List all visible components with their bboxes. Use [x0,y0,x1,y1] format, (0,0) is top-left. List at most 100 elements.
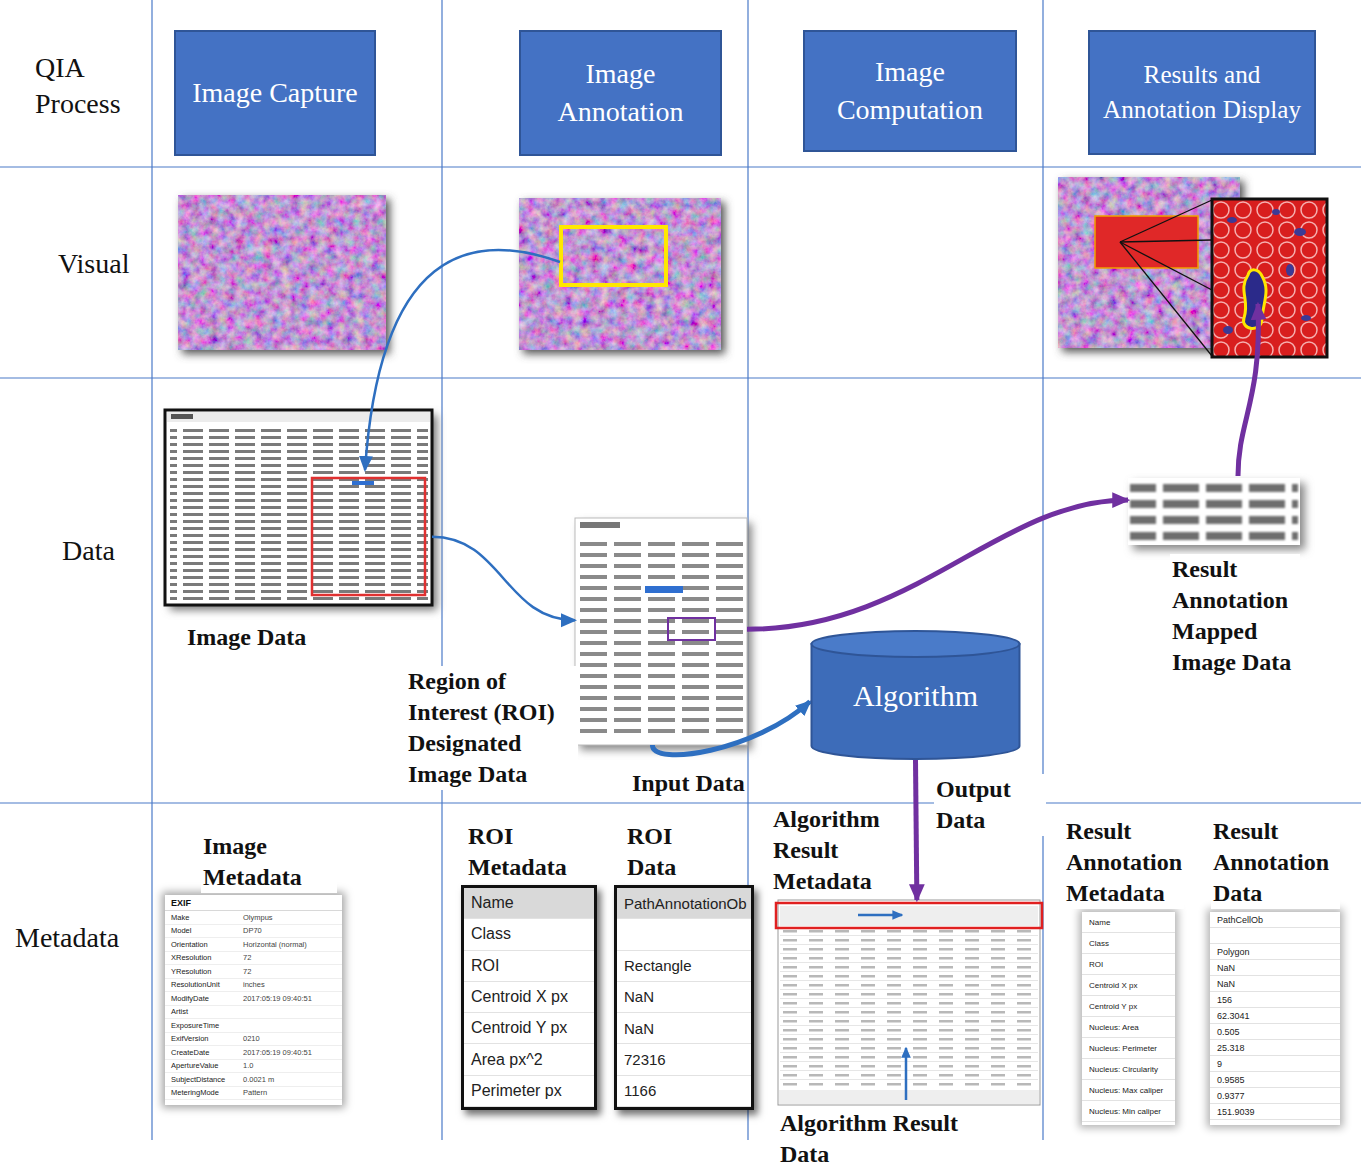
caption: Image Metadata [201,831,337,893]
flow-arrow [916,760,917,900]
table-cell: Nucleus: Area [1089,1023,1139,1032]
table-row: ResolutionUnitinches [165,979,342,993]
table-key: MeteringMode [171,1088,243,1097]
table-row: Nucleus: Circularity [1082,1059,1175,1080]
table-row: 0.9377 [1210,1088,1340,1104]
table-cell: Nucleus: Max caliper [1089,1086,1163,1095]
process-box: Image Computation [803,30,1017,152]
table-row: 156 [1210,992,1340,1008]
table-row: Centroid Y px [1082,996,1175,1017]
line-shape [0,377,1361,378]
table-cell: Nucleus: Min caliper [1089,1107,1161,1116]
table-value: inches [243,980,265,989]
caption: Image Data [185,622,308,653]
algorithm-result-table [776,900,1042,1105]
table-row [617,919,751,950]
table-cell: NaN [1217,979,1235,989]
table-cell: NaN [624,988,654,1005]
table-row: Artist [165,1006,342,1020]
rect-shape [580,522,620,528]
table-row: NaN [1210,960,1340,976]
image-data-panel [165,410,437,610]
result-table: Algorithm Result MetadataAlgorithm Resul… [778,900,1040,1105]
table-row: Class [1082,933,1175,954]
rect-shape [352,481,374,485]
row-label: Data [62,533,115,569]
table-value: 2017:05:19 09:40:51 [243,994,312,1003]
table-cell: 151.9039 [1217,1107,1255,1117]
rect-shape [1128,478,1300,545]
table-body: PathAnnotationObRectangleNaNNaN723161166 [614,885,754,1110]
rect-shape [1212,199,1327,357]
ellipse-shape [1272,209,1280,215]
table-value: Olympus [243,913,273,922]
caption: ROI Data [625,821,719,883]
table-cell: 9 [1217,1059,1222,1069]
table-key: Model [171,926,243,935]
rect-shape [165,410,432,605]
table-value: Pattern [243,1088,267,1097]
table-value: Horizontal (normal) [243,940,307,949]
rect-shape [776,903,1042,928]
rect-shape [780,906,1038,926]
ellipse-shape [1294,228,1306,236]
row-label: Visual [58,246,129,282]
table-row: Perimeter px [464,1076,594,1107]
table-row: ModelDP70 [165,925,342,939]
table-value: 1.0 [243,1061,253,1070]
table-cell: Name [471,894,514,912]
table-body: PathCellObPolygonNaNNaN15662.30410.50525… [1210,912,1340,1125]
table-row: ExposureTime [165,1019,342,1033]
table-row: ApertureValue1.0 [165,1060,342,1074]
table-cell: NaN [624,1020,654,1037]
process-box: Image Annotation [519,30,722,156]
table-row: Centroid X px [464,982,594,1013]
table-cell: 1166 [624,1082,656,1099]
ellipse-shape [1301,315,1311,321]
edge-label: Output Data [934,774,1046,836]
table-row: PathCellOb [1210,912,1340,928]
algorithm-cylinder: Algorithm [810,630,1021,760]
table-row: YResolution72 [165,965,342,979]
table-cell: 72316 [624,1051,666,1068]
line-shape [1120,200,1212,242]
table-cell: Centroid Y px [471,1019,567,1037]
rect-shape [519,198,721,350]
table-key: SubjectDistance [171,1075,243,1084]
table-value: 2017:05:19 09:40:51 [243,1048,312,1057]
table-cell: PathAnnotationOb [624,895,747,912]
line-shape [1042,0,1043,1140]
g-shape [1120,200,1212,356]
rect-shape [580,523,752,750]
table-key: ModifyDate [171,994,243,1003]
table-cell: Area px^2 [471,1051,543,1069]
table-row: Centroid Y px [464,1013,594,1044]
process-title: Image Capture [192,74,358,112]
rect-shape [779,1090,1039,1104]
table-cell: Nucleus: Perimeter [1089,1044,1157,1053]
table-cell: 156 [1217,995,1232,1005]
table-row: Nucleus: Perimeter [1082,1038,1175,1059]
table-cell: Centroid X px [1089,981,1137,990]
table-row: NaN [617,982,751,1013]
path-shape [1238,304,1258,476]
line-shape [1120,242,1212,290]
line-shape [1120,242,1212,356]
table-row: Polygon [1210,944,1340,960]
mapped-data-panel [1128,478,1305,550]
process-box: Results and Annotation Display [1088,30,1316,155]
line-shape [0,166,1361,167]
table-cell: 0.9377 [1217,1091,1245,1101]
table-row: 62.3041 [1210,1008,1340,1024]
table-header: EXIF [165,895,342,911]
rect-shape [167,412,430,422]
table-row: XResolution72 [165,952,342,966]
row-label: Metadata [15,920,119,956]
rect-shape [1212,199,1327,357]
table-row: OrientationHorizontal (normal) [165,938,342,952]
flow-arrow [652,702,810,755]
table-row: MakeOlympus [165,911,342,925]
table-row: 72316 [617,1044,751,1075]
table-row: NaN [617,1013,751,1044]
table-row: ROI [464,951,594,982]
